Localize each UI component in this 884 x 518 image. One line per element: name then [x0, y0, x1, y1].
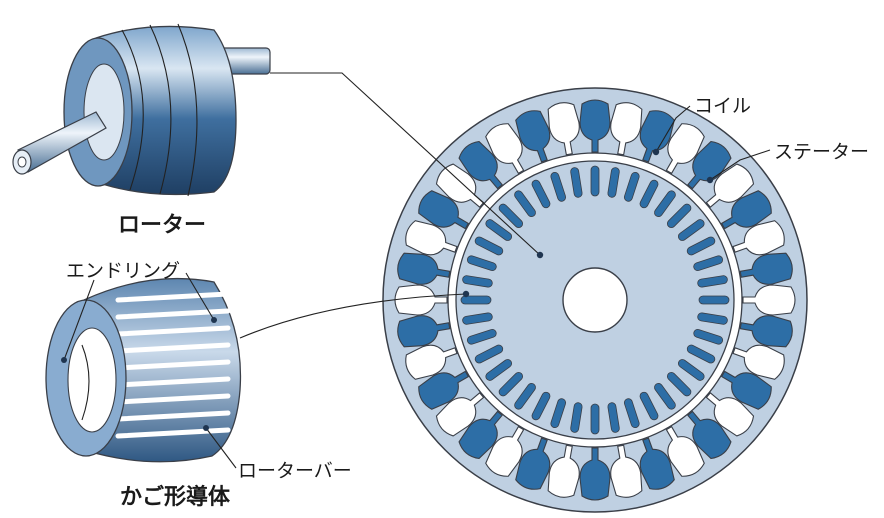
rotor-slot — [699, 296, 729, 304]
rotor-caption: ローター — [118, 213, 206, 238]
rotor-slot — [591, 166, 599, 196]
rotor-slot — [591, 404, 599, 434]
stator-cross-section — [383, 88, 807, 512]
cage-conductor-caption: かご形導体 — [120, 484, 231, 510]
rotor-bar-label: ローターバー — [238, 460, 352, 482]
rotor-illustration — [13, 24, 270, 196]
shaft-hole — [563, 268, 627, 332]
end-ring-label: エンドリング — [66, 260, 180, 282]
rotor-slot — [461, 296, 491, 304]
stator-label: ステーター — [774, 141, 869, 163]
coil-label: コイル — [694, 95, 751, 117]
